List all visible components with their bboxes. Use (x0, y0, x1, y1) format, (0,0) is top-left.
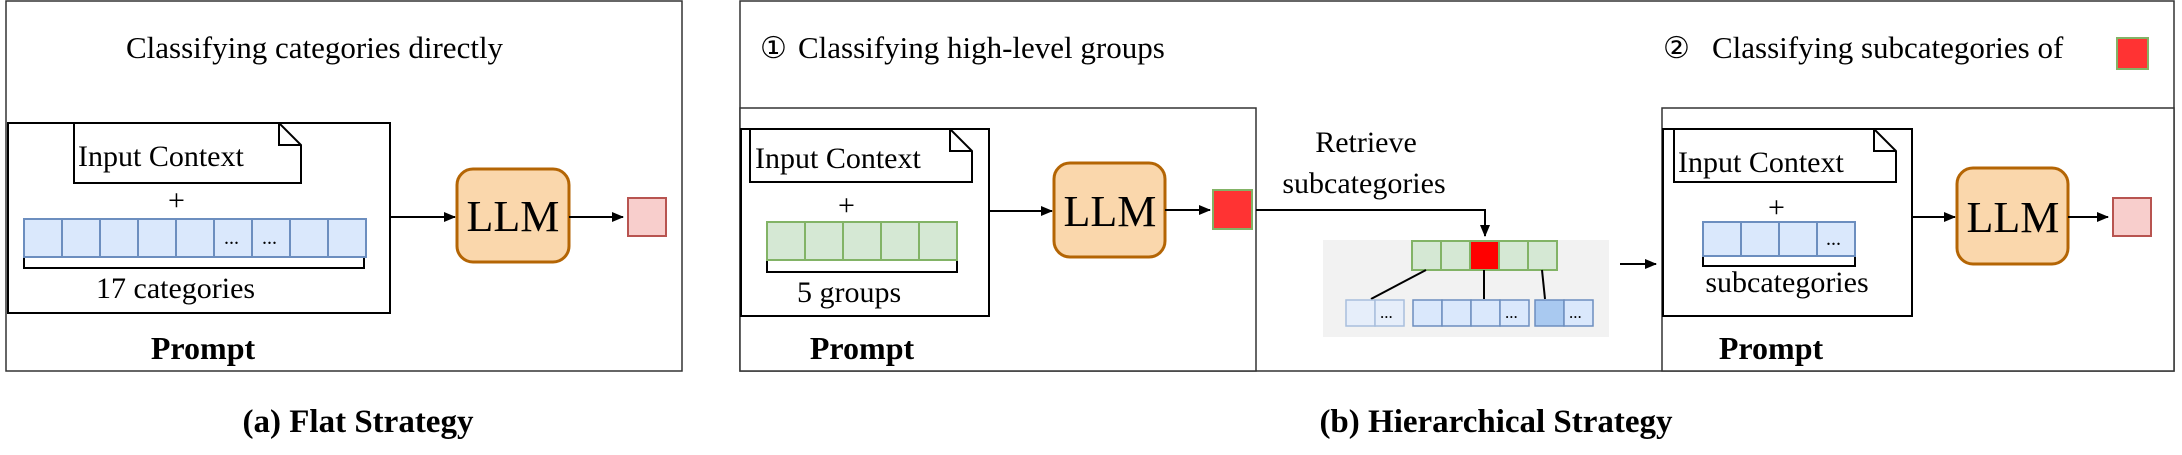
tree-child-cell (1499, 299, 1530, 327)
category-cell (289, 218, 329, 258)
flat-document-fold (278, 123, 301, 146)
step-one-llm-label: LLM (1064, 187, 1157, 236)
retrieve-arrow (1256, 209, 1490, 237)
tree-child-cell (1441, 299, 1472, 327)
flat-input-context-document (73, 122, 302, 184)
step-two-selected-group-square (2116, 37, 2149, 70)
tree-group-cell (1440, 240, 1471, 271)
tree-child-cell (1412, 299, 1443, 327)
category-cell (137, 218, 177, 258)
flat-strategy-caption: (a) Flat Strategy (243, 404, 474, 440)
hierarchical-strategy-caption: (b) Hierarchical Strategy (1319, 404, 1673, 440)
tree-right-children: ... (1534, 299, 1594, 327)
step-two-title: Classifying subcategories of (1712, 30, 2064, 65)
step-one-marker: ① (760, 32, 787, 65)
step-one-input-context-label: Input Context (755, 142, 921, 175)
tree-group-cell (1527, 240, 1558, 271)
group-cell (918, 221, 958, 261)
step-two-output-square (2112, 197, 2152, 237)
retrieve-label-line2: subcategories (1282, 167, 1445, 200)
step-one-prompt-label: Prompt (810, 330, 915, 366)
step-two-marker: ② (1663, 32, 1690, 65)
group-cell (804, 221, 844, 261)
tree-child-cell (1374, 299, 1405, 327)
subcategory-cell (1702, 221, 1742, 257)
category-ellipsis: ... (224, 227, 239, 249)
tree-selected-group-cell (1469, 240, 1500, 271)
subcategory-cell (1740, 221, 1780, 257)
subcategory-ellipsis: ... (1826, 228, 1841, 250)
step-two-subcategory-cells: ... (1702, 221, 1856, 257)
flat-plus-sign: + (168, 184, 185, 217)
tree-group-cell (1498, 240, 1529, 271)
category-cell (61, 218, 101, 258)
tree-child-cell (1563, 299, 1594, 327)
tree-child-cell (1534, 299, 1565, 327)
group-cell (766, 221, 806, 261)
flat-llm-label: LLM (467, 192, 560, 241)
group-cell (842, 221, 882, 261)
step-two-subcategory-brace (1702, 257, 1856, 267)
step-two-plus-sign: + (1768, 191, 1785, 224)
tree-edge (1541, 269, 1546, 300)
step-one-input-context-document (749, 128, 973, 183)
category-cell (175, 218, 215, 258)
category-cell (327, 218, 367, 258)
step-one-group-cells (766, 221, 958, 261)
step-two-panel: Input Context + ... subcategories LLM Pr… (1661, 107, 2175, 372)
flat-prompt-box: Input Context + ... ... 17 categories (7, 122, 391, 314)
subcategory-cell (1778, 221, 1818, 257)
step-one-group-count: 5 groups (797, 276, 901, 309)
retrieval-section: Retrieve subcategories ... (1256, 126, 1657, 337)
flat-panel-title: Classifying categories directly (126, 30, 504, 65)
step-one-title: Classifying high-level groups (798, 30, 1165, 65)
step-one-plus-sign: + (838, 189, 855, 222)
step-one-group-brace (766, 261, 958, 273)
flat-strategy-panel: Classifying categories directly Input Co… (5, 0, 683, 440)
tree-edge (1370, 269, 1427, 300)
category-cell (23, 218, 63, 258)
tree-child-ellipsis: ... (1569, 303, 1582, 322)
step-one-panel: Input Context + 5 groups LLM Prompt (739, 107, 1257, 372)
flat-prompt-label: Prompt (151, 330, 256, 366)
group-cell (880, 221, 920, 261)
flat-input-context-label: Input Context (78, 140, 244, 173)
flat-llm-box (455, 167, 571, 264)
step-one-document-fold (949, 129, 972, 152)
category-cell (213, 218, 253, 258)
step-two-llm-label: LLM (1967, 193, 2060, 242)
tree-left-children: ... (1345, 299, 1405, 327)
flat-category-brace (23, 258, 365, 269)
category-ellipsis: ... (262, 227, 277, 249)
retrieve-label-line1: Retrieve (1315, 126, 1417, 159)
tree-selected-children: ... (1412, 299, 1530, 327)
category-cell (99, 218, 139, 258)
subcategory-cell (1816, 221, 1856, 257)
tree-child-cell (1345, 299, 1376, 327)
flat-output-square (627, 197, 667, 237)
category-tree: ... ... ... (1323, 240, 1609, 337)
step-two-document-fold (1873, 129, 1896, 152)
hierarchical-strategy-panel: ① Classifying high-level groups ② Classi… (739, 0, 2175, 440)
step-two-input-context-document (1673, 128, 1897, 183)
step-one-selected-group-output (1212, 189, 1253, 230)
step-two-subcategory-label: subcategories (1705, 266, 1868, 299)
tree-group-cell (1411, 240, 1442, 271)
step-two-input-context-label: Input Context (1678, 146, 1844, 179)
tree-child-cell (1470, 299, 1501, 327)
flat-category-cells: ... ... (23, 218, 367, 258)
tree-child-ellipsis: ... (1505, 303, 1518, 322)
step-two-prompt-label: Prompt (1719, 330, 1824, 366)
flat-category-count: 17 categories (96, 272, 255, 305)
tree-child-ellipsis: ... (1380, 303, 1393, 322)
